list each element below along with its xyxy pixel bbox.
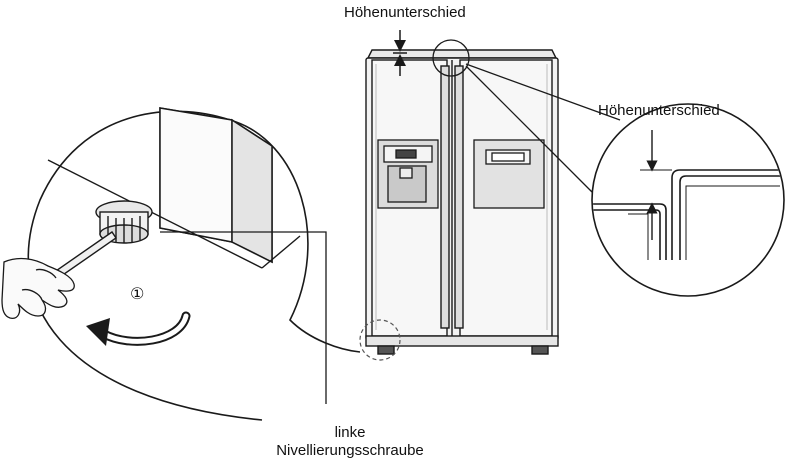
foot-highlight <box>359 319 401 361</box>
screw-step-number: ① <box>130 286 145 303</box>
curved-arrow-icon <box>86 311 191 346</box>
dispenser <box>377 139 439 209</box>
top-corner-highlight <box>432 39 470 77</box>
screw-label-leader <box>160 231 327 404</box>
left-screw-label-line2: Nivellierungsschraube <box>276 442 424 459</box>
left-screw-label-line1: linke <box>334 424 366 441</box>
height-detail-circle <box>591 103 785 297</box>
leveling-screw-detail <box>1 107 361 421</box>
top-height-difference-label: Höhenunterschied <box>344 4 466 21</box>
top-height-marker <box>393 30 407 76</box>
door-panel <box>473 139 545 209</box>
hand-icon <box>1 257 75 319</box>
detail-height-difference-label: Höhenunterschied <box>598 102 720 119</box>
detail-callout-connector <box>465 63 621 197</box>
leveling-screw <box>95 200 153 244</box>
